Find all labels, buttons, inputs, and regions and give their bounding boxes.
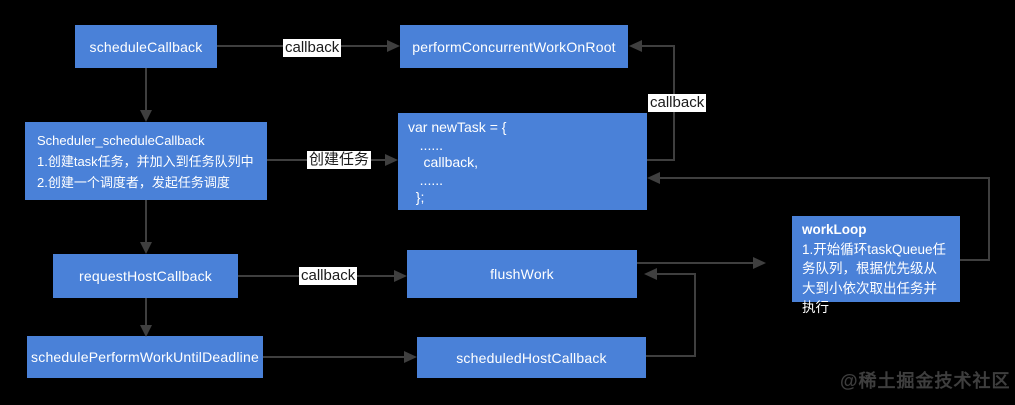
line-segment [647, 159, 675, 161]
line-segment [656, 273, 696, 275]
edge-label-callback: callback [648, 94, 707, 112]
node-scheduledHostCallback: scheduledHostCallback [417, 337, 646, 378]
edge-label-create-task: 创建任务 [307, 151, 372, 169]
arrowhead-icon [629, 40, 642, 52]
node-workLoop: workLoop 1.开始循环taskQueue任务队列，根据优先级从大到小依次… [792, 216, 960, 315]
edge-label-callback: callback [283, 39, 342, 57]
watermark: @稀土掘金技术社区 [840, 371, 1011, 391]
node-newTask-code: var newTask = { ...... callback, ...... … [398, 113, 647, 210]
node-label: performConcurrentWorkOnRoot [412, 38, 616, 55]
node-performConcurrentWorkOnRoot: performConcurrentWorkOnRoot [400, 25, 628, 68]
node-label: schedulePerformWorkUntilDeadline [31, 349, 259, 365]
line-segment [641, 45, 675, 47]
node-label: scheduleCallback [89, 38, 203, 55]
line-segment [145, 200, 147, 243]
node-note-1: 1.创建task任务，并加入到任务队列中 [37, 154, 254, 169]
node-schedulePerformWorkUntilDeadline: schedulePerformWorkUntilDeadline [27, 336, 263, 378]
line-segment [988, 177, 990, 261]
node-requestHostCallback: requestHostCallback [53, 254, 238, 298]
arrowhead-icon [140, 325, 152, 337]
arrowhead-icon [387, 40, 400, 52]
node-label: requestHostCallback [79, 268, 212, 284]
node-note-2: 2.创建一个调度者，发起任务调度 [37, 175, 230, 190]
arrowhead-icon [404, 351, 417, 363]
line-segment [263, 356, 405, 358]
line-segment [694, 273, 696, 357]
node-note: 1.开始循环taskQueue任务队列，根据优先级从大到小依次取出任务并执行 [802, 241, 947, 316]
edge-label-callback: callback [299, 267, 358, 285]
arrowhead-icon [644, 268, 657, 280]
arrowhead-icon [394, 270, 407, 282]
node-label: flushWork [490, 266, 554, 282]
line-segment [145, 68, 147, 110]
line-segment [145, 298, 147, 326]
line-segment [659, 177, 990, 179]
line-segment [637, 262, 754, 264]
node-scheduleCallback: scheduleCallback [75, 25, 217, 68]
arrowhead-icon [753, 257, 766, 269]
node-title: workLoop [802, 222, 867, 237]
line-segment [960, 259, 990, 261]
arrowhead-icon [647, 172, 660, 184]
node-scheduler-scheduleCallback: Scheduler_scheduleCallback 1.创建task任务，并加… [25, 122, 267, 200]
code-text: var newTask = { ...... callback, ...... … [408, 119, 507, 206]
node-label: scheduledHostCallback [456, 349, 607, 366]
arrowhead-icon [385, 154, 398, 166]
node-title: Scheduler_scheduleCallback [37, 133, 205, 148]
arrowhead-icon [140, 110, 152, 122]
line-segment [646, 355, 696, 357]
node-flushWork: flushWork [407, 250, 637, 298]
arrowhead-icon [140, 242, 152, 254]
